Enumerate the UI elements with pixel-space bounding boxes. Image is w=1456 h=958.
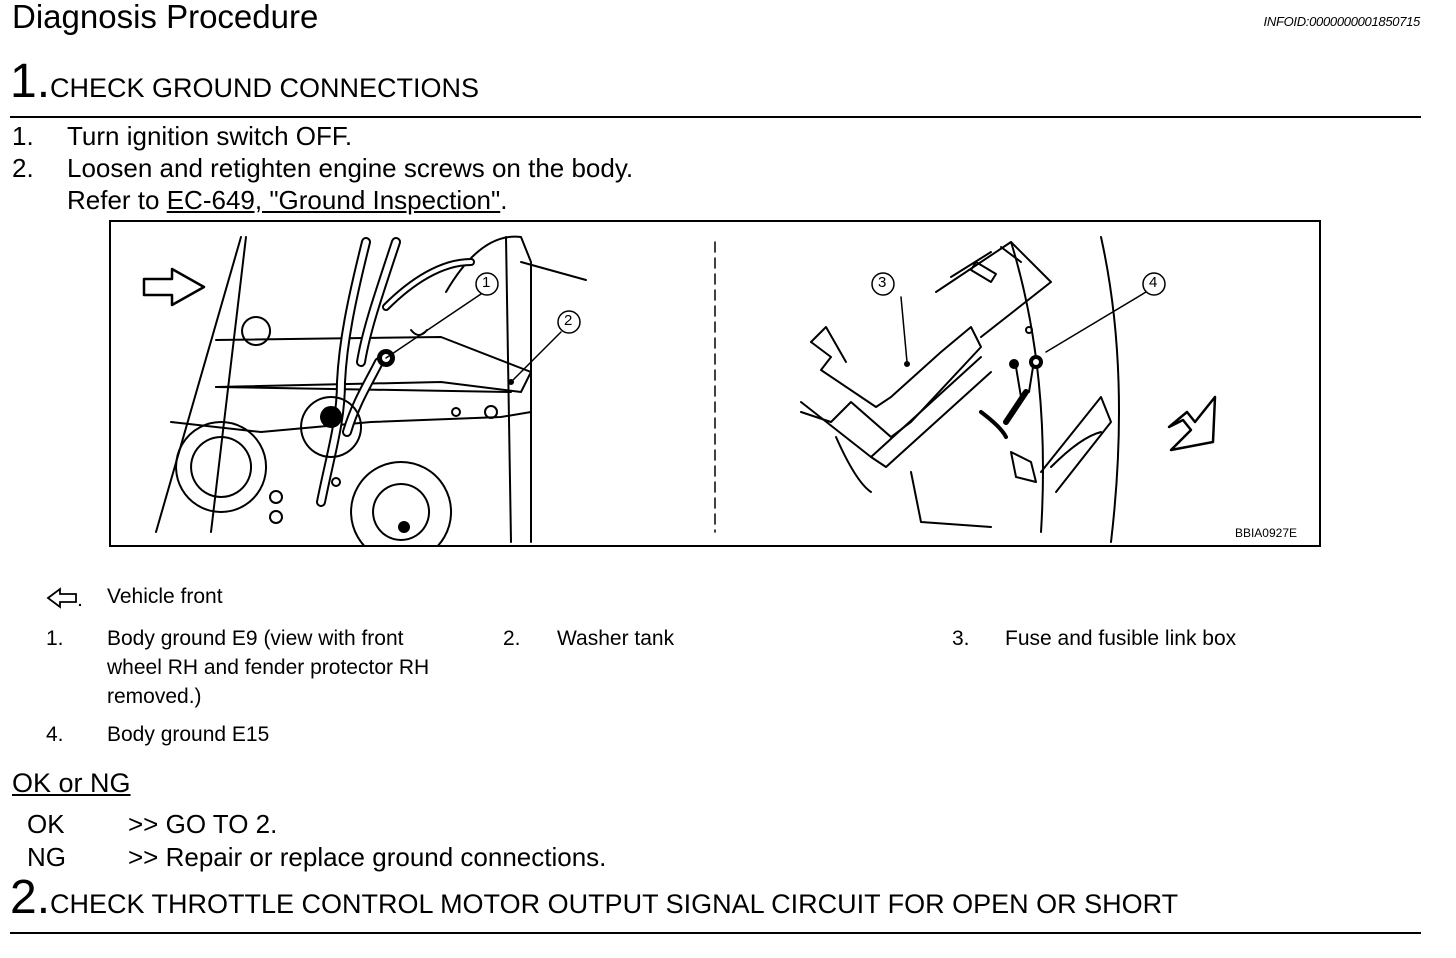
vehicle-front-legend-icon	[46, 586, 84, 615]
step-2-heading: 2.CHECK THROTTLE CONTROL MOTOR OUTPUT SI…	[10, 870, 1178, 925]
legend-item-1-number: 1.	[46, 627, 64, 650]
ng-result: >> Repair or replace ground connections.	[128, 842, 607, 872]
legend-item-3-number: 3.	[952, 627, 970, 650]
refer-prefix: Refer to	[67, 185, 167, 215]
vehicle-front-arrow-right-icon	[1167, 395, 1217, 452]
callout-2-label: 2	[564, 312, 573, 329]
callout-4-label: 4	[1149, 274, 1158, 291]
refer-suffix: .	[500, 185, 508, 215]
callout-1-label: 1	[482, 274, 491, 291]
ok-ng-heading: OK or NG	[12, 768, 131, 798]
legend-item-1-line2: wheel RH and fender protector RH	[107, 656, 430, 679]
ng-label: NG	[27, 842, 66, 872]
step-1-item-1-text: Turn ignition switch OFF.	[67, 121, 353, 151]
step-1-item-1-number: 1.	[12, 121, 34, 151]
vehicle-front-label: Vehicle front	[107, 585, 223, 608]
legend-item-2-text: Washer tank	[557, 627, 675, 650]
callout-4	[1142, 272, 1166, 296]
legend-item-3-text: Fuse and fusible link box	[1005, 627, 1237, 650]
ok-result: >> GO TO 2.	[128, 809, 278, 839]
step-1-item-2-text: Loosen and retighten engine screws on th…	[67, 153, 634, 183]
callout-3-label: 3	[878, 274, 887, 291]
callout-2	[557, 310, 581, 334]
callout-3	[871, 272, 895, 296]
legend-item-1-line3: removed.)	[107, 685, 202, 708]
step-1-title: CHECK GROUND CONNECTIONS	[50, 73, 480, 103]
refer-line: Refer to EC-649, "Ground Inspection".	[67, 185, 507, 216]
legend-item-1-line1: Body ground E9 (view with front	[107, 627, 404, 650]
ok-label: OK	[27, 809, 65, 839]
step-1-item-2-number: 2.	[12, 153, 34, 183]
step-2-title: CHECK THROTTLE CONTROL MOTOR OUTPUT SIGN…	[50, 889, 1179, 919]
step-2-number: 2.	[10, 871, 51, 924]
right-panel-drawing	[800, 236, 1217, 543]
legend-item-4-text: Body ground E15	[107, 723, 270, 746]
figure-illustration	[142, 235, 1217, 563]
vehicle-front-arrow-icon	[142, 267, 206, 307]
left-panel-drawing	[142, 235, 587, 563]
legend-item-2-number: 2.	[503, 627, 521, 650]
figure-code: BBIA0927E	[1234, 526, 1297, 540]
step-1-divider	[10, 116, 1421, 118]
legend-item-4-number: 4.	[46, 723, 64, 746]
page-title: Diagnosis Procedure	[12, 0, 319, 35]
info-id: INFOID:0000000001850715	[1263, 14, 1421, 29]
callout-1	[475, 272, 499, 296]
step-1-heading: 1.CHECK GROUND CONNECTIONS	[10, 54, 479, 109]
ground-connections-figure: 1 2 3 4 BBIA0927E	[109, 220, 1321, 563]
step-1-number: 1.	[10, 55, 51, 108]
ground-inspection-link[interactable]: EC-649, "Ground Inspection"	[166, 185, 501, 215]
step-2-divider	[10, 932, 1421, 934]
